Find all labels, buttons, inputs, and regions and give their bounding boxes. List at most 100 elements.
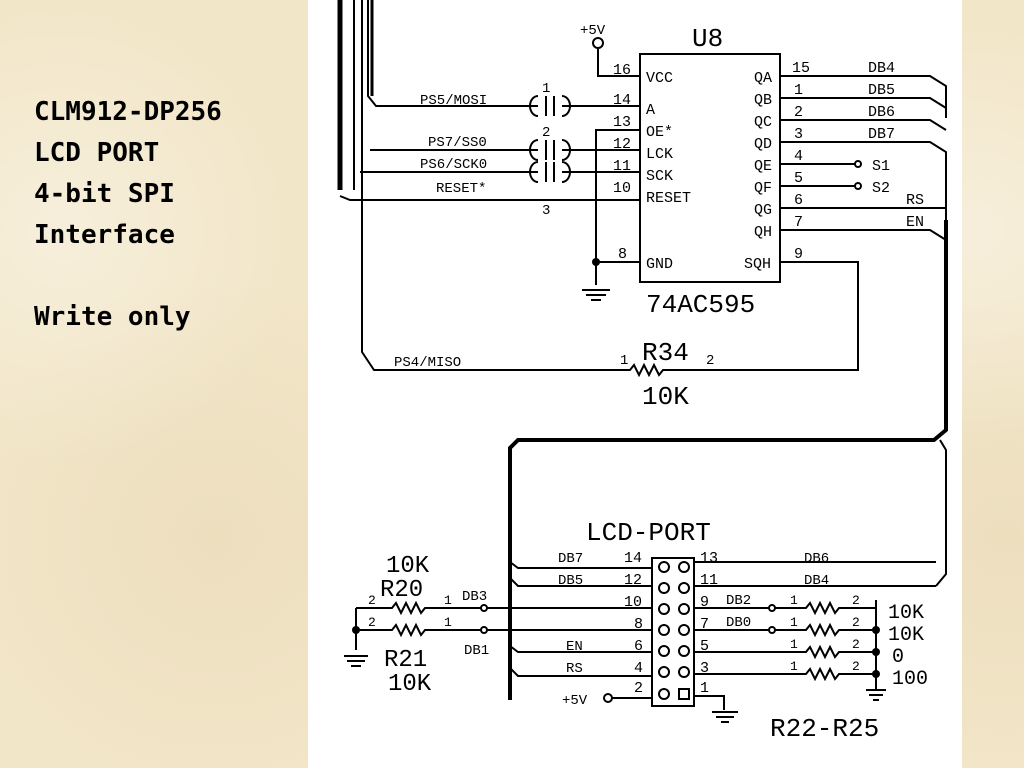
r24-value: 0 <box>892 646 904 669</box>
net-label: DB3 <box>462 589 487 605</box>
u8-pin-num: 15 <box>792 60 810 77</box>
net-label: EN <box>906 214 924 231</box>
r20-pin1: 1 <box>444 593 452 608</box>
net-label: S1 <box>872 158 890 175</box>
notes-line-spi: 4-bit SPI <box>34 179 175 209</box>
u8-pin-num: 3 <box>794 126 803 143</box>
r22-pin2: 2 <box>852 593 860 608</box>
u8-part-label: 74AC595 <box>646 290 755 320</box>
u8-pin-name: SQH <box>744 256 771 273</box>
lcd-pin-num: 6 <box>634 638 643 655</box>
slide-notes: CLM912-DP256 LCD PORT 4-bit SPI Interfac… <box>34 92 222 338</box>
u8-pin-num: 4 <box>794 148 803 165</box>
u8-pin-name: QD <box>754 136 772 153</box>
left-background-panel <box>0 0 308 768</box>
input-net-label: PS4/MISO <box>394 355 461 371</box>
u8-pin-name: QE <box>754 158 772 175</box>
r20-ref: R20 <box>380 577 423 604</box>
input-net-label: PS7/SS0 <box>428 135 487 151</box>
u8-supply-label: +5V <box>580 23 606 39</box>
r21-pin1: 1 <box>444 615 452 630</box>
net-label: DB5 <box>868 82 895 99</box>
r23-pin2: 2 <box>852 615 860 630</box>
u8-pin-num: 10 <box>613 180 631 197</box>
u8-pin-num: 1 <box>794 82 803 99</box>
u8-pin-name: GND <box>646 256 673 273</box>
r25-pin2: 2 <box>852 659 860 674</box>
lcd-net-label: EN <box>566 639 583 655</box>
schematic-svg: +5V U8 74AC595 16 VCC 14 A 13 OE* 12 LCK… <box>337 0 948 744</box>
lcd-net-label: DB7 <box>558 551 583 567</box>
u8-pin-name: QB <box>754 92 772 109</box>
lcd-net-label: +5V <box>562 693 588 709</box>
lcd-net-label: DB5 <box>558 573 583 589</box>
lcd-pin-num: 7 <box>700 616 709 633</box>
jumpers <box>529 37 604 183</box>
jumper-label: 3 <box>542 203 550 219</box>
lcd-pin-num: 8 <box>634 616 643 633</box>
net-label: DB4 <box>868 60 895 77</box>
r24-pin1: 1 <box>790 637 798 652</box>
u8-pin-num: 6 <box>794 192 803 209</box>
lcd-net-label: DB6 <box>804 551 829 567</box>
notes-line-port: LCD PORT <box>34 138 160 168</box>
u8-pin-num: 13 <box>613 114 631 131</box>
u8-pin-num: 12 <box>613 136 631 153</box>
r21-value: 10K <box>388 671 432 698</box>
net-label: DB1 <box>464 643 489 659</box>
r23-pin1: 1 <box>790 615 798 630</box>
notes-line-write-only: Write only <box>34 302 191 332</box>
net-label: S2 <box>872 180 890 197</box>
u8-pin-num: 8 <box>618 246 627 263</box>
u8-pin-name: OE* <box>646 124 673 141</box>
net-label: DB6 <box>868 104 895 121</box>
u8-pin-name: QC <box>754 114 772 131</box>
u8-pin-name: LCK <box>646 146 673 163</box>
lcd-net-label: DB2 <box>726 593 751 609</box>
u8-pin-name: SCK <box>646 168 673 185</box>
lcd-pin-num: 10 <box>624 594 642 611</box>
schematic-diagram: +5V U8 74AC595 16 VCC 14 A 13 OE* 12 LCK… <box>308 0 962 768</box>
lcd-pin-num: 4 <box>634 660 643 677</box>
lcd-pin-num: 1 <box>700 680 709 697</box>
lcd-port-title: LCD-PORT <box>586 518 711 548</box>
u8-pin-name: VCC <box>646 70 673 87</box>
u8-pin-name: QF <box>754 180 772 197</box>
junctions <box>352 258 880 678</box>
input-net-label: PS5/MOSI <box>420 93 487 109</box>
lcd-net-label: RS <box>566 661 583 677</box>
lcd-pin-num: 14 <box>624 550 642 567</box>
lcd-pin-num: 3 <box>700 660 709 677</box>
lcd-pin-num: 13 <box>700 550 718 567</box>
r20-value: 10K <box>386 553 430 580</box>
schematic-labels: +5V U8 74AC595 16 VCC 14 A 13 OE* 12 LCK… <box>368 23 928 744</box>
u8-pin-num: 2 <box>794 104 803 121</box>
u8-pin-name: A <box>646 102 655 119</box>
jumper-label: 2 <box>542 125 550 141</box>
input-net-label: PS6/SCK0 <box>420 157 487 173</box>
notes-line-board: CLM912-DP256 <box>34 97 222 127</box>
wires <box>337 0 948 723</box>
input-net-label: RESET* <box>436 181 486 197</box>
net-label: RS <box>906 192 924 209</box>
r22-value: 10K <box>888 602 924 625</box>
u8-pin-num: 16 <box>613 62 631 79</box>
r21-pin2: 2 <box>368 615 376 630</box>
r23-value: 10K <box>888 624 924 647</box>
u8-pin-name: QG <box>754 202 772 219</box>
u8-ref-label: U8 <box>692 24 723 54</box>
r34-ref: R34 <box>642 338 689 368</box>
r24-pin2: 2 <box>852 637 860 652</box>
net-label: DB7 <box>868 126 895 143</box>
right-background-panel <box>962 0 1024 768</box>
r25-value: 100 <box>892 668 928 691</box>
lcd-pin-num: 9 <box>700 594 709 611</box>
r34-value: 10K <box>642 382 689 412</box>
lcd-pin-num: 12 <box>624 572 642 589</box>
lcd-pin-num: 11 <box>700 572 718 589</box>
notes-line-interface: Interface <box>34 220 175 250</box>
test-points <box>480 160 862 703</box>
r21-ref: R21 <box>384 647 427 674</box>
lcd-net-label: DB4 <box>804 573 829 589</box>
jumper-label: 1 <box>542 81 550 97</box>
